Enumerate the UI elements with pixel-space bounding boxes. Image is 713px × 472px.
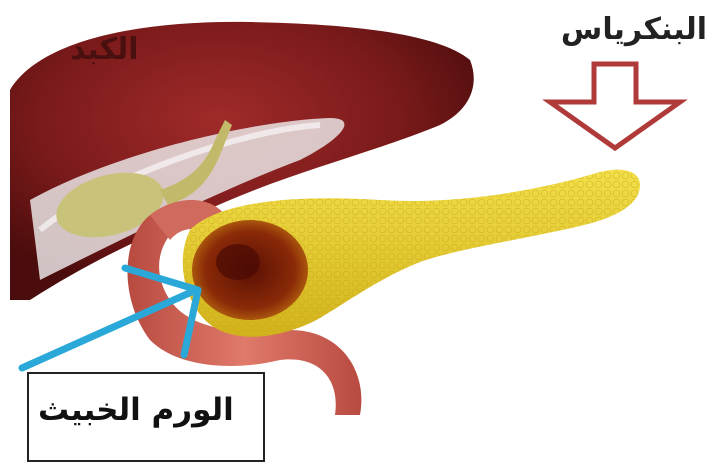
pancreas-arrow-icon xyxy=(550,64,680,148)
tumor-label: الورم الخبيث xyxy=(38,392,234,428)
pancreas-label: البنكرياس xyxy=(561,12,707,47)
liver-label: الكبد xyxy=(70,32,139,67)
